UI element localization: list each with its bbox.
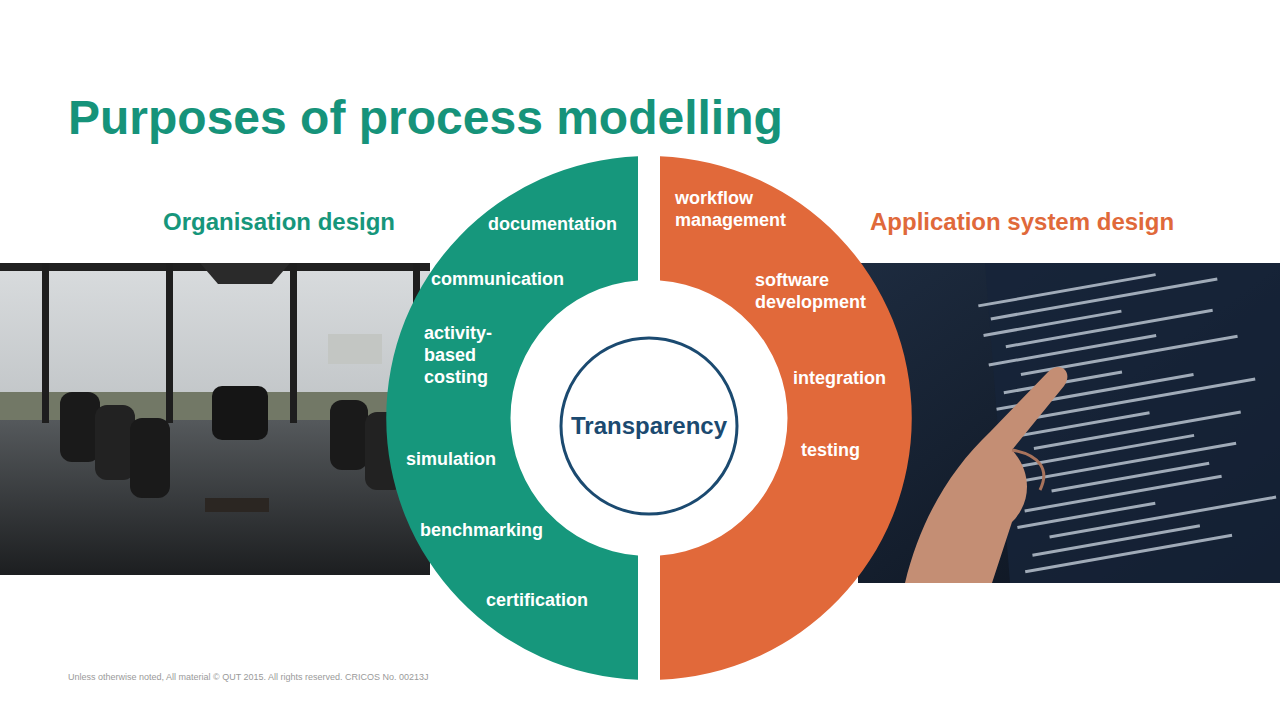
purpose-label: software development: [755, 269, 883, 313]
purpose-label: integration: [793, 367, 886, 389]
purpose-label: benchmarking: [420, 519, 543, 541]
footer-note: Unless otherwise noted, All material © Q…: [68, 672, 429, 683]
purpose-label: testing: [801, 439, 860, 461]
section-heading: Organisation design: [163, 207, 395, 237]
purpose-label: documentation: [488, 213, 617, 235]
boardroom-photo: [0, 263, 430, 575]
purpose-label: simulation: [406, 448, 496, 470]
center-circle: Transparency: [559, 336, 739, 516]
section-heading: Application system design: [870, 207, 1174, 237]
code-screen-photo: [858, 259, 1280, 583]
page-title: Purposes of process modelling: [68, 90, 783, 146]
purpose-label: communication: [431, 268, 564, 290]
center-label: Transparency: [571, 411, 727, 441]
purpose-label: workflow management: [675, 187, 803, 231]
purpose-label: activity- based costing: [424, 322, 516, 388]
purpose-label: certification: [486, 589, 588, 611]
